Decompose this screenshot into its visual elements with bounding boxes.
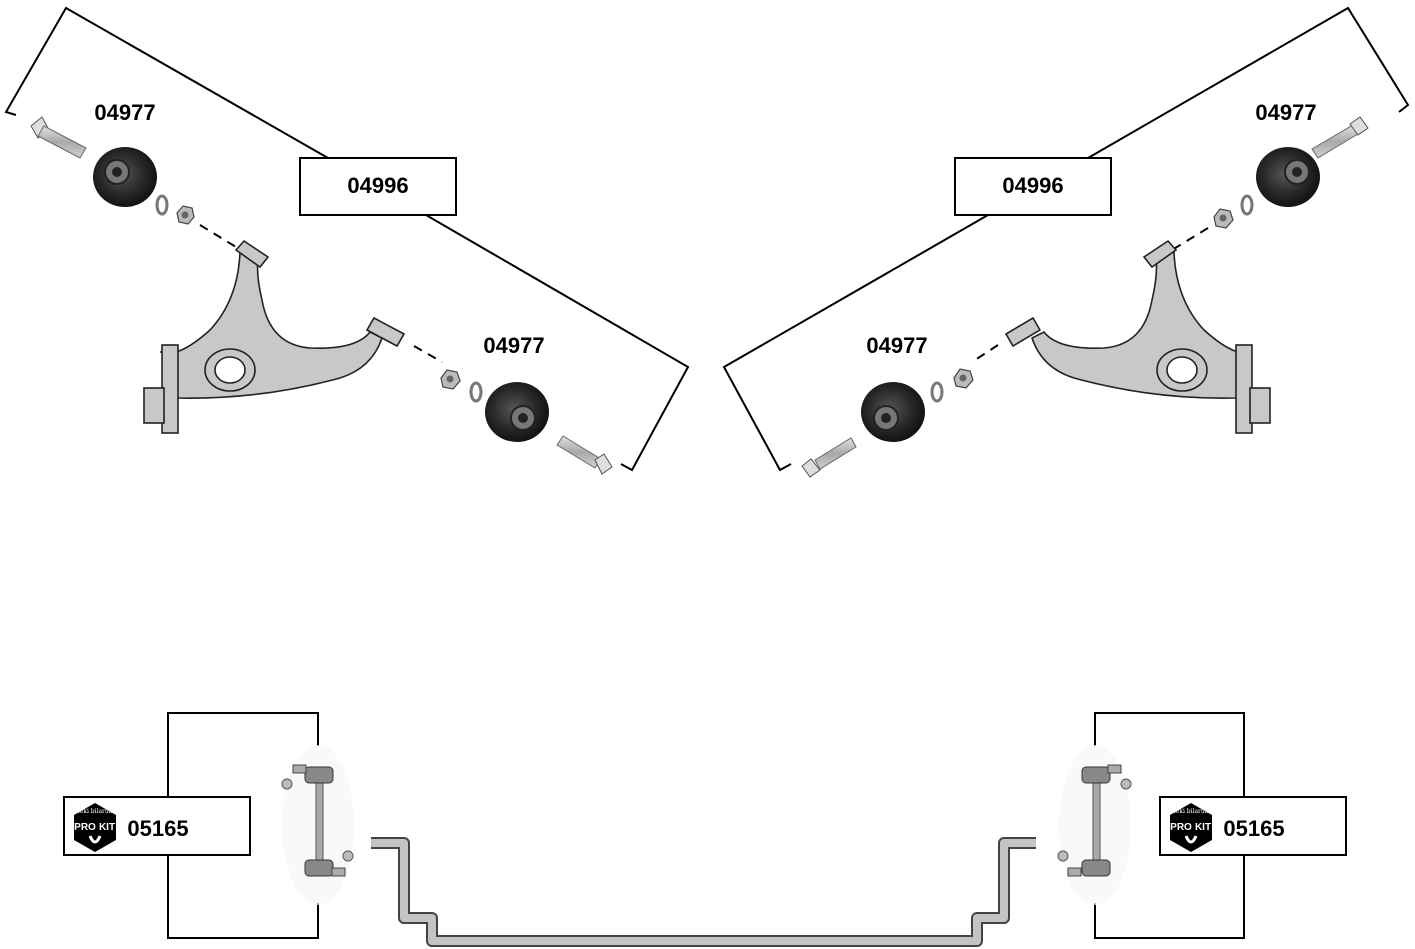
svg-text:teki bilarun: teki bilarun — [77, 808, 112, 815]
right-control-arm-group: 04996 04977 04977 — [722, 6, 1410, 478]
left-control-arm-icon — [143, 239, 406, 434]
left-lower-assembly-line — [413, 345, 443, 363]
svg-text:KIT: KIT — [99, 822, 115, 833]
right-upper-washer-icon — [1240, 194, 1254, 216]
svg-text:PRO: PRO — [1170, 822, 1192, 833]
left-kit-label-box — [299, 157, 457, 216]
left-upper-washer-icon — [155, 194, 169, 216]
left-upper-assembly-line — [199, 224, 237, 248]
right-upper-bolt-icon — [1311, 116, 1369, 159]
left-lower-bolt-icon — [556, 435, 613, 475]
right-lower-assembly-line — [971, 344, 999, 363]
left-lower-bushing-icon — [485, 382, 549, 442]
right-kit-label-box — [954, 157, 1112, 216]
right-stabilizer-link-icon — [1057, 764, 1132, 877]
left-stabilizer-link-group: teki bilarun PRO KIT 05165 — [63, 712, 354, 939]
left-upper-bushing-icon — [93, 147, 157, 207]
stabilizer-bar-icon — [371, 837, 1036, 947]
left-lower-nut-icon — [440, 369, 461, 390]
left-kit-part-number: 04996 — [347, 173, 408, 198]
left-link-bracket-line — [167, 712, 319, 939]
right-prokit-logo-icon: teki bilarun PRO KIT — [1170, 803, 1212, 852]
left-control-arm-group: 04996 04977 04977 — [4, 6, 690, 475]
right-lower-nut-icon — [953, 368, 974, 389]
svg-text:teki bilarun: teki bilarun — [1173, 808, 1208, 815]
left-prokit-logo-icon: teki bilarun PRO KIT — [74, 803, 116, 852]
left-stabilizer-link-icon — [281, 764, 354, 877]
right-upper-assembly-line — [1171, 227, 1209, 251]
left-upper-bolt-icon — [30, 116, 87, 159]
right-kit-bracket-line — [722, 6, 1410, 472]
left-upper-nut-icon — [176, 205, 195, 225]
right-link-bracket-line — [1094, 712, 1245, 939]
right-stabilizer-link-group: teki bilarun PRO KIT 05165 — [1057, 712, 1347, 939]
left-upper-bushing-part-number: 04977 — [94, 100, 155, 125]
left-link-part-number: 05165 — [127, 816, 188, 841]
left-lower-bushing-part-number: 04977 — [483, 333, 544, 358]
right-link-part-number: 05165 — [1223, 816, 1284, 841]
left-kit-bracket-line — [4, 6, 690, 472]
svg-text:KIT: KIT — [1195, 822, 1211, 833]
svg-text:PRO: PRO — [74, 822, 96, 833]
right-upper-nut-icon — [1213, 208, 1234, 229]
right-lower-washer-icon — [930, 381, 944, 403]
right-control-arm-icon — [1004, 239, 1271, 434]
right-lower-bushing-icon — [861, 382, 925, 442]
right-lower-bolt-icon — [801, 437, 857, 478]
right-lower-bushing-part-number: 04977 — [866, 333, 927, 358]
right-upper-bushing-part-number: 04977 — [1255, 100, 1316, 125]
right-kit-part-number: 04996 — [1002, 173, 1063, 198]
left-lower-washer-icon — [469, 381, 483, 403]
right-upper-bushing-icon — [1256, 147, 1320, 207]
